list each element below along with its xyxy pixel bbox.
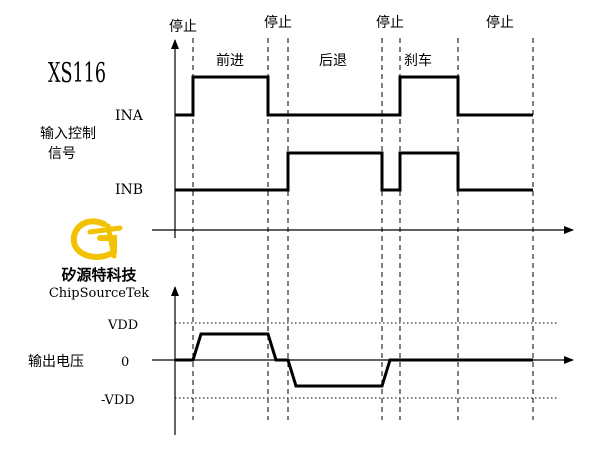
- input-group-label-line1: 输入控制: [40, 126, 96, 142]
- chip-name: XS116: [48, 58, 106, 89]
- signal-label-inb: INB: [115, 182, 143, 198]
- level-label-vdd: VDD: [107, 318, 138, 333]
- mode-label-brake: 刹车: [404, 52, 432, 69]
- phase-label-stop-2: 停止: [264, 14, 292, 31]
- phase-label-stop-3: 停止: [376, 14, 404, 31]
- logo-mark: [70, 218, 123, 260]
- mode-label-forward: 前进: [216, 52, 244, 69]
- output-voltage-label: 输出电压: [28, 354, 84, 370]
- level-label-zero: 0: [121, 355, 129, 370]
- mode-label-reverse: 后退: [319, 53, 347, 69]
- signal-label-ina: INA: [115, 108, 144, 124]
- phase-label-stop-1: 停止: [169, 18, 197, 35]
- logo-brand-en: ChipSourceTek: [49, 286, 149, 301]
- phase-label-stop-4: 停止: [486, 14, 514, 31]
- output-voltage-waveform: [175, 332, 533, 388]
- input-group-label-line2: 信号: [48, 146, 76, 162]
- ina-waveform: [175, 75, 533, 117]
- logo-brand-cn: 矽源特科技: [61, 266, 137, 284]
- inb-waveform: [175, 151, 533, 192]
- level-label-neg-vdd: -VDD: [101, 393, 135, 408]
